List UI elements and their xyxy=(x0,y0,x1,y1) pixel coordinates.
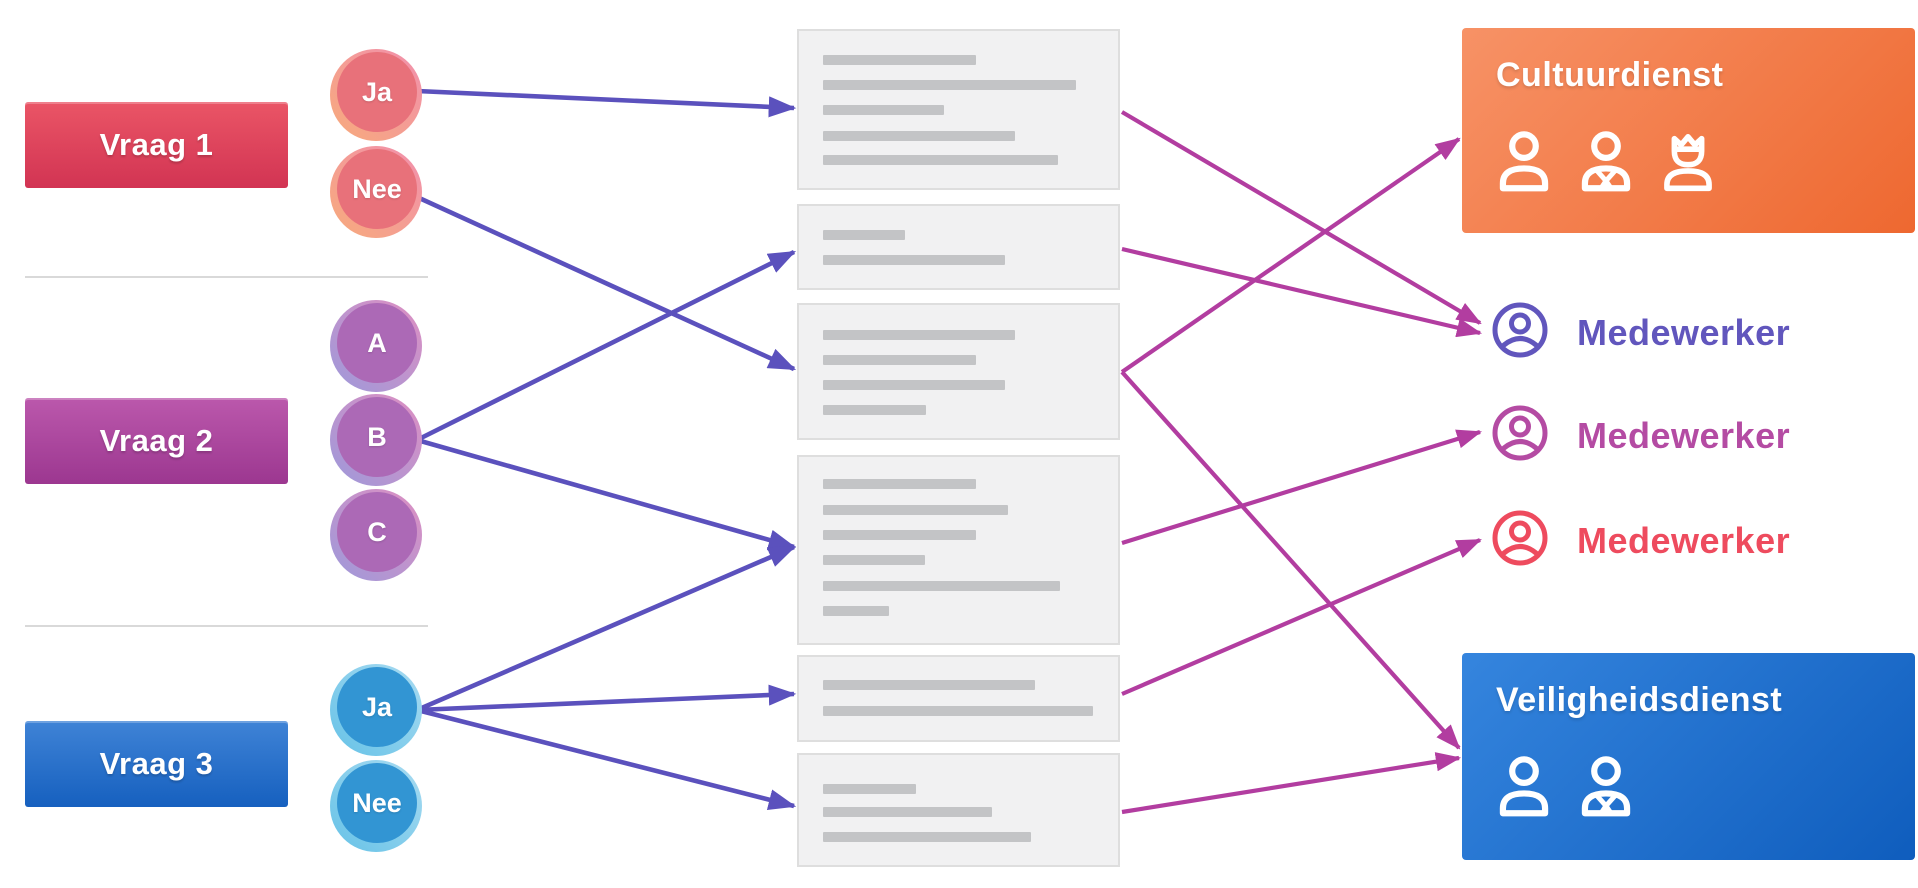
employee-label: Medewerker xyxy=(1577,414,1791,456)
user-circle-icon xyxy=(1491,404,1549,467)
arrow-block3-to-cultuurdienst xyxy=(1120,137,1461,374)
question-box-vraag-2: Vraag 2 xyxy=(25,398,288,484)
answer-circle-vraag2-b: B xyxy=(330,394,422,486)
person-tie-icon xyxy=(1578,755,1634,817)
answer-circle-vraag3-nee: Nee xyxy=(330,760,422,852)
user-circle-icon xyxy=(1491,509,1549,572)
placeholder-text-line xyxy=(823,230,905,240)
question-box-vraag-3: Vraag 3 xyxy=(25,721,288,807)
placeholder-text-line xyxy=(823,832,1031,842)
person-icon xyxy=(1496,755,1552,817)
person-icon xyxy=(1496,130,1552,192)
placeholder-text-line xyxy=(823,255,1005,265)
answer-label: A xyxy=(337,303,417,383)
placeholder-text-line xyxy=(823,706,1093,716)
person-tie-icon xyxy=(1578,130,1634,192)
answer-circle-vraag1-nee: Nee xyxy=(330,146,422,238)
text-block-4 xyxy=(797,455,1120,645)
employee-label: Medewerker xyxy=(1577,519,1791,561)
arrow-v1-ja-to-block1 xyxy=(416,88,797,118)
arrow-v3-ja-to-block6 xyxy=(416,707,797,811)
arrow-v2-b-to-block4 xyxy=(416,437,797,551)
user-circle-icon xyxy=(1491,301,1549,364)
placeholder-text-line xyxy=(823,105,944,115)
service-card-veiligheidsdienst: Veiligheidsdienst xyxy=(1462,653,1915,860)
service-card-cultuurdienst: Cultuurdienst xyxy=(1462,28,1915,233)
section-divider-2 xyxy=(25,625,428,627)
answer-label: C xyxy=(337,492,417,572)
placeholder-text-line xyxy=(823,55,976,65)
answer-circle-vraag2-c: C xyxy=(330,489,422,581)
placeholder-text-line xyxy=(823,555,925,565)
employee-row-1: Medewerker xyxy=(1491,301,1790,364)
arrow-v3-ja-to-block5 xyxy=(416,684,797,713)
arrow-v2-b-to-block2 xyxy=(415,249,797,443)
placeholder-text-line xyxy=(823,355,976,365)
service-icons xyxy=(1496,755,1634,817)
placeholder-text-line xyxy=(823,405,926,415)
placeholder-text-line xyxy=(823,479,976,489)
placeholder-text-line xyxy=(823,505,1008,515)
text-block-6 xyxy=(797,753,1120,867)
text-block-3 xyxy=(797,303,1120,440)
text-block-1 xyxy=(797,29,1120,190)
employee-row-3: Medewerker xyxy=(1491,509,1790,572)
question-label: Vraag 1 xyxy=(99,127,214,162)
answer-label: Ja xyxy=(337,667,417,747)
arrow-block5-to-medewerker-3 xyxy=(1121,538,1482,696)
placeholder-text-line xyxy=(823,807,992,817)
question-label: Vraag 2 xyxy=(99,423,214,458)
arrow-block2-to-medewerker-1 xyxy=(1121,246,1483,338)
answer-label: Ja xyxy=(337,52,417,132)
answer-label: B xyxy=(337,397,417,477)
text-block-2 xyxy=(797,204,1120,290)
arrow-block4-to-medewerker-2 xyxy=(1121,429,1483,546)
arrow-v3-ja-to-block4 xyxy=(416,544,797,713)
placeholder-text-line xyxy=(823,784,916,794)
placeholder-text-line xyxy=(823,680,1035,690)
question-label: Vraag 3 xyxy=(99,746,214,781)
placeholder-text-line xyxy=(823,581,1060,591)
answer-circle-vraag3-ja: Ja xyxy=(330,664,422,756)
answer-circle-vraag2-a: A xyxy=(330,300,422,392)
service-title: Veiligheidsdienst xyxy=(1496,681,1783,719)
employee-label: Medewerker xyxy=(1577,311,1791,353)
section-divider-1 xyxy=(25,276,428,278)
placeholder-text-line xyxy=(823,330,1015,340)
employee-row-2: Medewerker xyxy=(1491,404,1790,467)
placeholder-text-line xyxy=(823,155,1058,165)
arrow-block1-to-medewerker-1 xyxy=(1120,110,1482,325)
placeholder-text-line xyxy=(823,380,1005,390)
service-title: Cultuurdienst xyxy=(1496,56,1724,94)
question-box-vraag-1: Vraag 1 xyxy=(25,102,288,188)
placeholder-text-line xyxy=(823,131,1015,141)
person-crown-icon xyxy=(1660,130,1716,192)
placeholder-text-line xyxy=(823,80,1076,90)
answer-label: Nee xyxy=(337,149,417,229)
text-block-5 xyxy=(797,655,1120,742)
arrow-block3-to-veiligheidsdienst xyxy=(1120,370,1461,750)
arrow-block6-to-veiligheidsdienst xyxy=(1121,752,1462,815)
placeholder-text-line xyxy=(823,606,889,616)
service-icons xyxy=(1496,130,1716,192)
placeholder-text-line xyxy=(823,530,976,540)
answer-circle-vraag1-ja: Ja xyxy=(330,49,422,141)
answer-label: Nee xyxy=(337,763,417,843)
arrow-v1-nee-to-block3 xyxy=(416,194,797,372)
